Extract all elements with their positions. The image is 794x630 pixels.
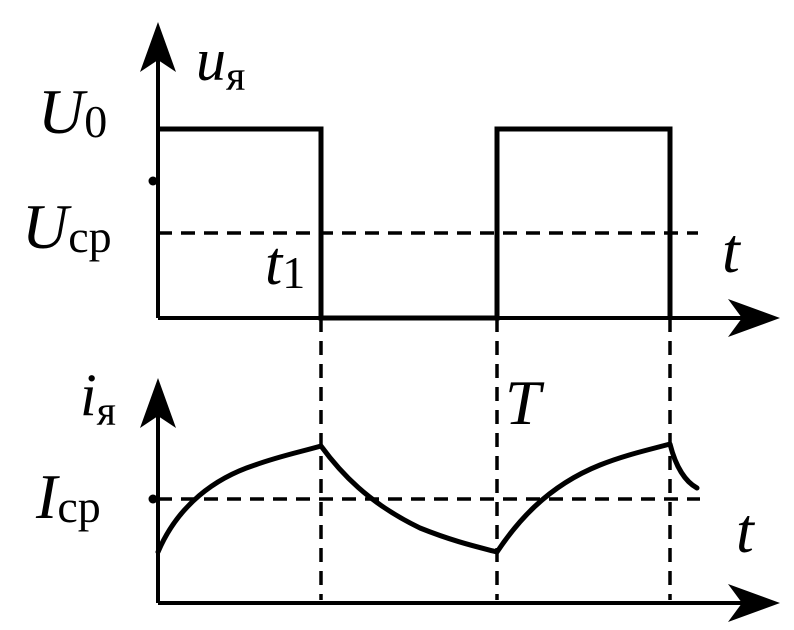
current-waveform [155, 441, 700, 555]
u-axis-label: uя [196, 27, 245, 100]
top-x-axis-arrow [728, 299, 780, 337]
bottom-plot: iя Iср T t [35, 362, 780, 622]
period-T-label: T [505, 367, 545, 438]
bottom-t-axis-label: t [736, 495, 756, 566]
u-average-label: Uср [22, 191, 112, 262]
voltage-pulse-waveform [158, 126, 673, 321]
time-guide-lines [319, 129, 672, 600]
bottom-x-axis-arrow [728, 584, 780, 622]
i-average-label: Iср [35, 461, 101, 532]
bottom-y-axis-arrow [140, 378, 176, 428]
i-axis-tick-dot [148, 494, 158, 504]
top-t-axis-label: t [722, 215, 742, 286]
t1-label: t1 [265, 230, 305, 298]
u0-level-label: U0 [38, 76, 107, 147]
top-plot: uя U0 Uср t1 t [22, 22, 780, 337]
u-axis-tick-dot [148, 176, 158, 186]
top-y-axis-arrow [140, 22, 176, 72]
i-axis-label: iя [80, 362, 116, 435]
